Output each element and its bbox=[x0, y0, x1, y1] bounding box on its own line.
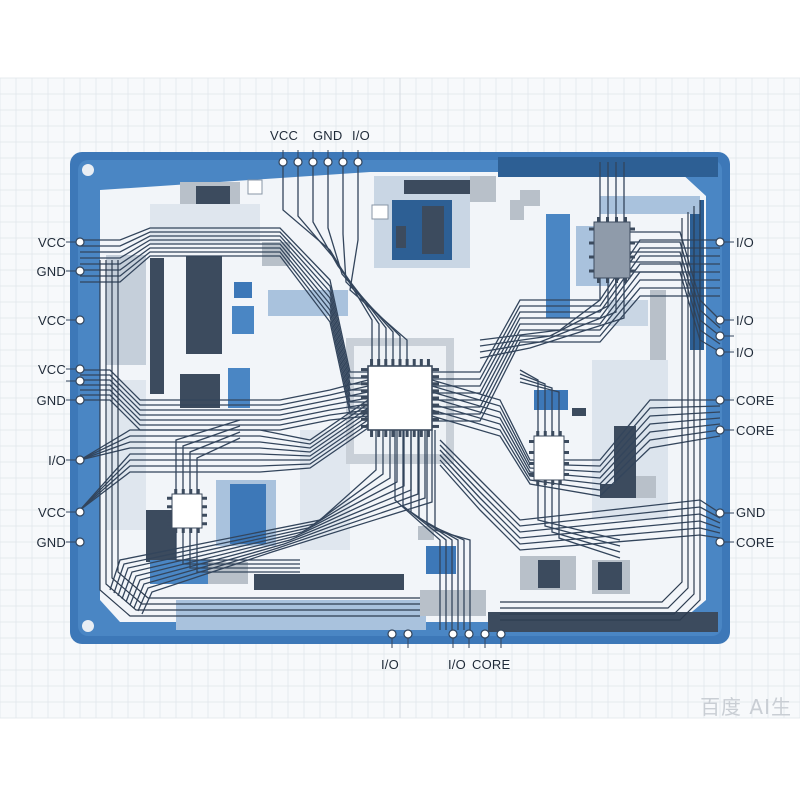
bottom-label-io-2: I/O bbox=[448, 657, 466, 672]
left-lower-chip bbox=[167, 489, 207, 533]
top-right-chip bbox=[589, 217, 635, 283]
top-label-io: I/O bbox=[352, 128, 370, 143]
left-label-vcc-2: VCC bbox=[37, 313, 66, 328]
right-label-io-3: I/O bbox=[736, 345, 754, 360]
circuit-traces bbox=[79, 162, 721, 630]
top-label-gnd: GND bbox=[313, 128, 343, 143]
bottom-label-core: CORE bbox=[472, 657, 511, 672]
right-label-core-3: CORE bbox=[736, 535, 775, 550]
left-label-io: I/O bbox=[48, 453, 66, 468]
right-label-core-2: CORE bbox=[736, 423, 775, 438]
main-processor-chip bbox=[361, 359, 439, 437]
right-label-io-2: I/O bbox=[736, 313, 754, 328]
right-middle-chip bbox=[529, 431, 569, 485]
left-label-gnd-3: GND bbox=[36, 535, 66, 550]
left-label-gnd-1: GND bbox=[36, 264, 66, 279]
left-label-vcc-3: VCC bbox=[37, 362, 66, 377]
right-label-gnd: GND bbox=[736, 505, 766, 520]
edge-terminals bbox=[66, 150, 734, 648]
bottom-label-io-1: I/O bbox=[381, 657, 399, 672]
right-label-core-1: CORE bbox=[736, 393, 775, 408]
top-label-vcc: VCC bbox=[270, 128, 299, 143]
left-label-gnd-2: GND bbox=[36, 393, 66, 408]
watermark-logo: 百度 AI生 bbox=[700, 695, 792, 719]
left-label-vcc-4: VCC bbox=[37, 505, 66, 520]
left-label-vcc-1: VCC bbox=[37, 235, 66, 250]
right-label-io-1: I/O bbox=[736, 235, 754, 250]
